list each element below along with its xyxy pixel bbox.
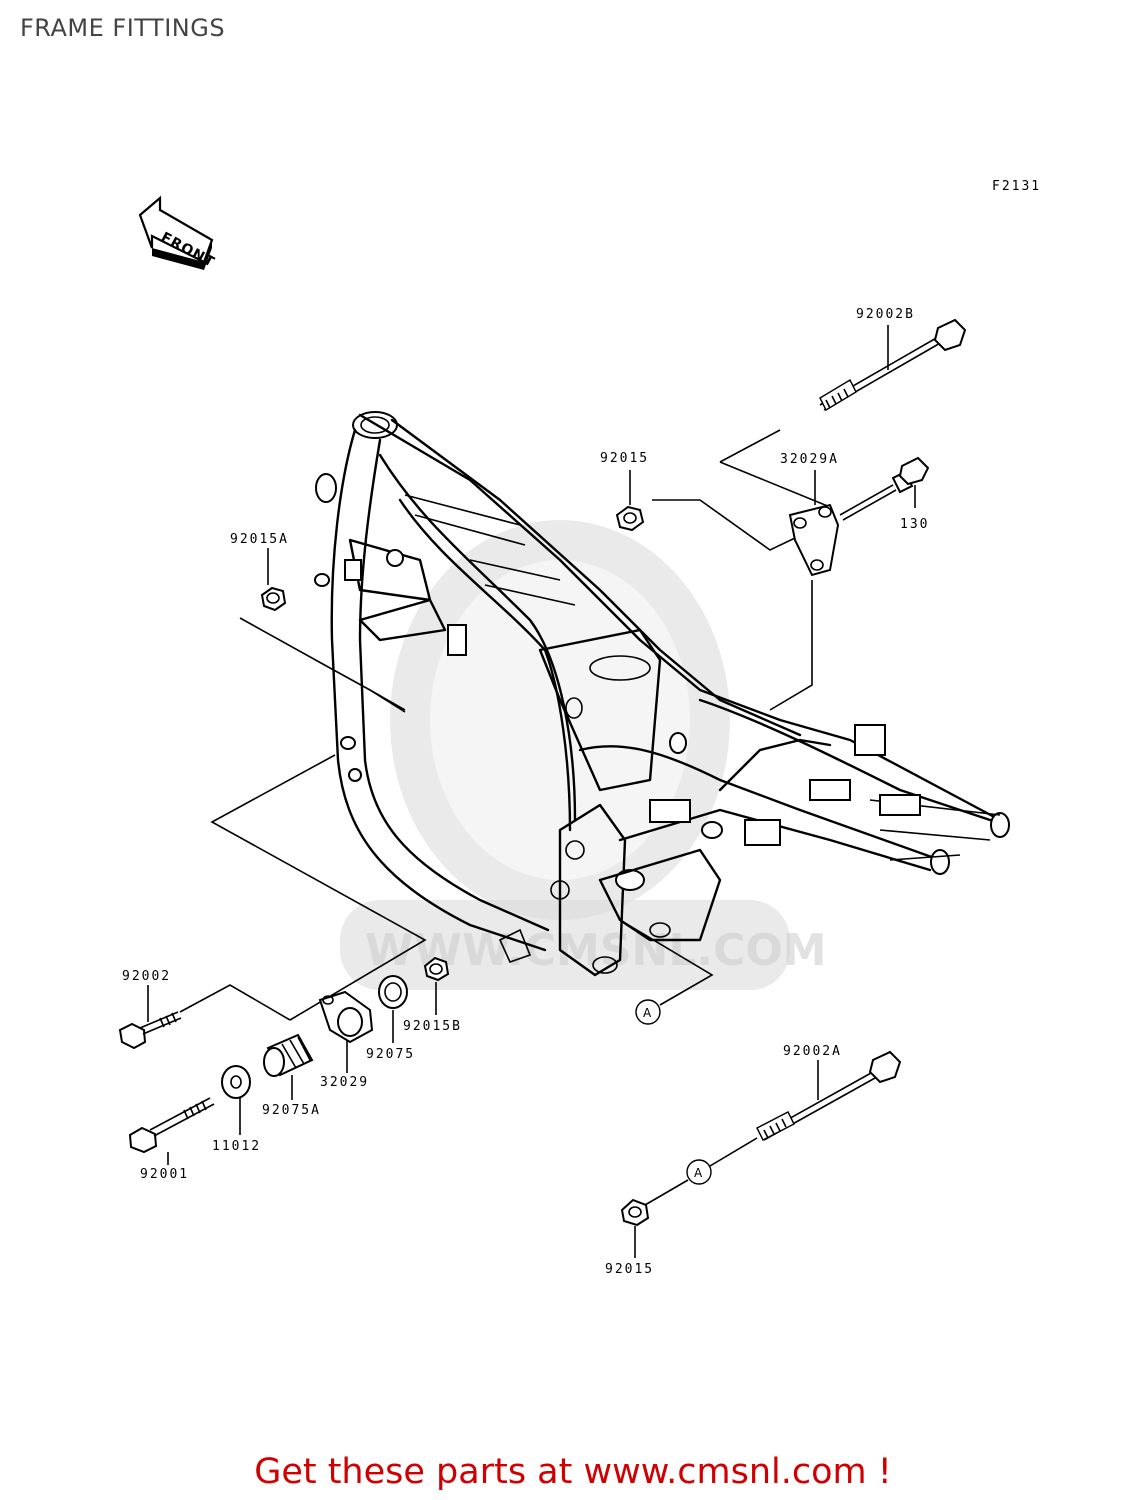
bracket-32029A: 32029A [769,452,840,711]
bolt-130: 130 [839,456,930,532]
label-92015-bottom: 92015 [605,1262,654,1277]
nut-92015-bottom: 92015 [605,1198,654,1277]
label-92002A: 92002A [783,1044,842,1059]
label-92075: 92075 [366,1047,415,1062]
bolt-92002: 92002 [118,969,291,1050]
bolt-92002B: 92002B [819,307,967,411]
reference-a-marker-2: A [686,1159,712,1185]
label-92015A: 92015A [230,532,289,547]
bolt-92001: 92001 [128,1097,215,1182]
reference-a-label-2: A [694,1166,703,1180]
reference-a-label-1: A [643,1006,652,1020]
label-32029: 32029 [320,1075,369,1090]
footer-promo-text: Get these parts at www.cmsnl.com ! [254,1452,892,1492]
label-92002B: 92002B [856,307,915,322]
bolt-92002A: 92002A [644,1044,902,1206]
figure-code: F2131 [992,179,1041,194]
nut-92015B: 92015B [403,956,462,1034]
label-92001: 92001 [140,1167,189,1182]
reference-a-marker-1: A [619,919,714,1025]
label-32029A: 32029A [780,452,839,467]
label-92075A: 92075A [262,1103,321,1118]
bracket-32029: 32029 [318,990,374,1090]
page-title: FRAME FITTINGS [20,14,226,42]
watermark: WWW.CMSNL.COM [340,520,827,990]
label-92015B: 92015B [403,1019,462,1034]
label-92015-top: 92015 [600,451,649,466]
nut-92015-top: 92015 [600,451,796,551]
rubber-bushing-92075A: 92075A [262,1033,321,1118]
label-130: 130 [900,517,929,532]
motorcycle-frame [314,411,1010,977]
washer-11012: 11012 [212,1065,261,1154]
bushing-92075: 92075 [366,975,415,1062]
nut-92015A: 92015A [230,532,406,713]
front-arrow-icon: FRONT [138,195,217,271]
label-92002: 92002 [122,969,171,984]
label-11012: 11012 [212,1139,261,1154]
